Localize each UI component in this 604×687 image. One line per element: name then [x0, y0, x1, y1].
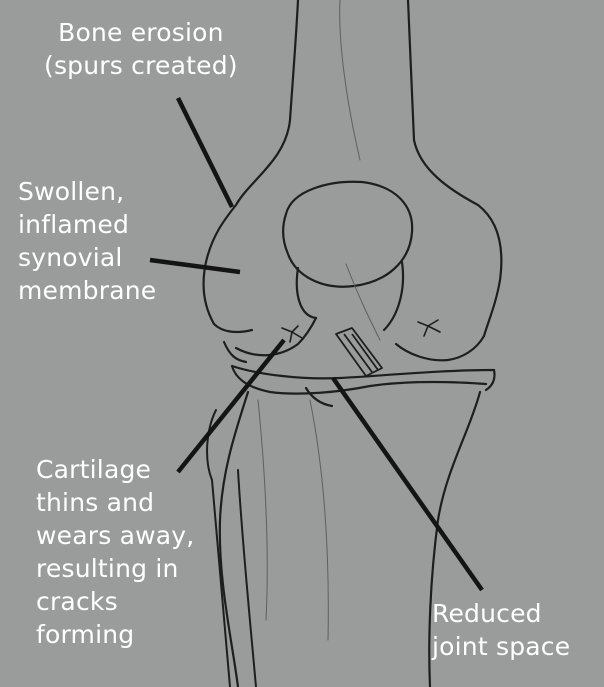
sketch-lines — [258, 0, 380, 640]
pointer-bone-erosion — [178, 98, 232, 207]
label-bone-erosion: Bone erosion (spurs created) — [44, 16, 238, 82]
patella — [283, 182, 412, 287]
pointer-synovial — [150, 260, 240, 272]
pointer-joint-space — [333, 378, 482, 590]
label-joint-space: Reduced joint space — [432, 597, 570, 663]
label-cartilage: Cartilage thins and wears away, resultin… — [36, 453, 194, 651]
ligament — [336, 328, 382, 376]
label-synovial-membrane: Swollen, inflamed synovial membrane — [18, 175, 156, 307]
